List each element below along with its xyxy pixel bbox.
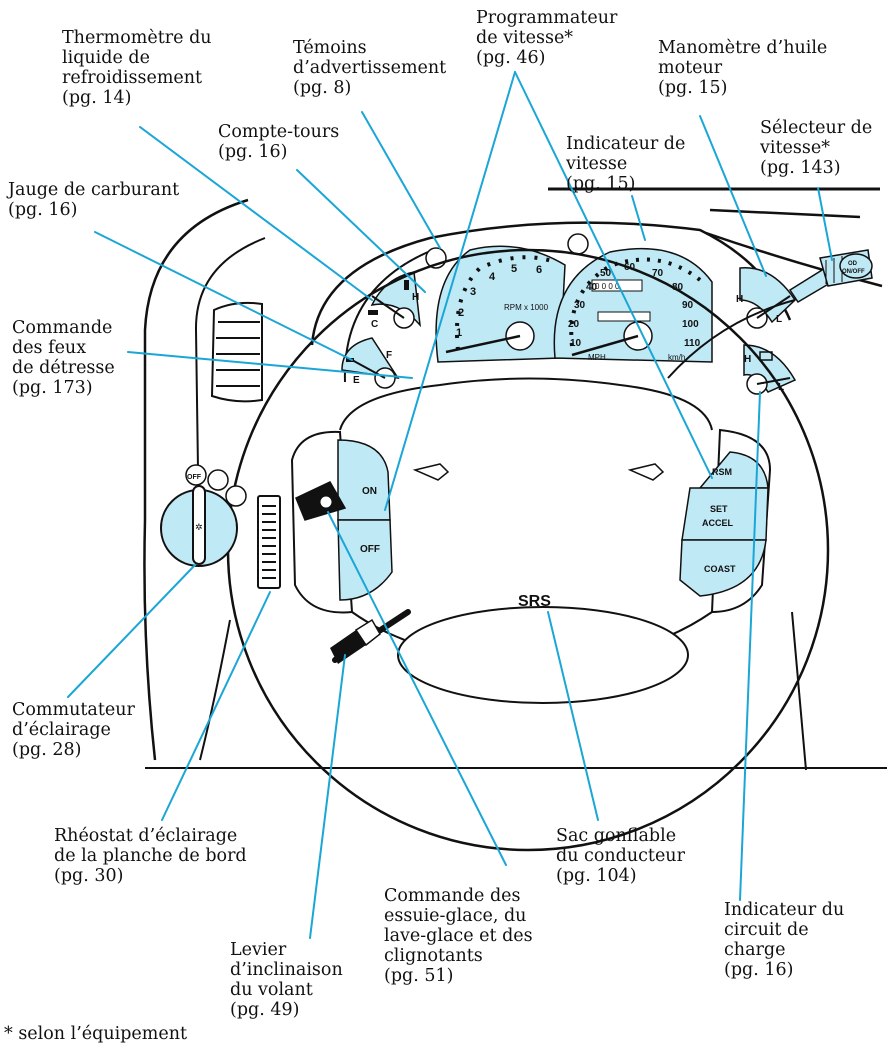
callout-lines [67,71,833,939]
tach-tick-label: 5 [511,263,517,275]
kmh-label: km/h [668,353,685,362]
dash-outline-left [143,198,249,761]
label-levier: Levier d’inclinaison du volant (pg. 49) [230,940,343,1020]
callout-line-commande-essuie [327,511,507,866]
oil-h-label: H [736,294,743,305]
odometer-readout: 0 0 0 0 [595,282,620,291]
label-indicateur-charge: Indicateur du circuit de charge (pg. 16) [724,900,845,980]
dash-lower-left [199,619,231,761]
callout-line-selecteur [817,187,833,261]
label-thermometre: Thermomètre du liquide de refroidissemen… [62,28,212,108]
light-off-label: OFF [187,474,202,481]
air-vent [210,301,263,403]
callout-line-rheostat [161,591,271,821]
speed-tick-label: 40 [586,282,598,293]
speed-tick-label: 50 [600,268,612,279]
tach-tick-label: 3 [470,286,476,298]
od-label: OD [848,261,858,267]
fuel-f-label: F [386,350,392,361]
cruise-set-pad: RSM SET ACCEL COAST [679,451,769,597]
callout-line-jauge [94,231,353,361]
label-indicateur-vitesse: Indicateur de vitesse (pg. 15) [566,134,686,194]
tach-unit-label: RPM x 1000 [504,303,549,312]
speed-tick-label: 70 [652,268,664,279]
label-programmateur: Programmateur de vitesse* (pg. 46) [476,8,618,68]
tach-tick-label: 1 [456,327,462,339]
warning-lamp [567,233,589,255]
od-onoff-label: ON/OFF [842,269,865,275]
tach-tick-label: 2 [458,307,464,319]
fuel-e-label: E [353,375,360,386]
fuel-gauge: E F [341,337,400,389]
callout-line-commande-feux [127,351,413,379]
column-edge-right [791,611,807,771]
cruise-accel-label: ACCEL [702,518,734,528]
charging-gauge: H L [743,344,797,395]
callout-line-levier [309,654,346,939]
callout-line-temoins [361,111,441,249]
tilt-lever [330,609,411,664]
callout-line-sac [547,611,599,821]
cruise-on-off-pad: ON OFF [337,439,393,601]
headlamp-switch: OFF ✲ [160,464,247,567]
dash-edge-line [709,208,861,219]
temp-c-label: C [371,319,378,330]
label-commande-essuie: Commande des essuie-glace, du lave-glace… [384,886,533,986]
mph-label: MPH [588,353,606,362]
label-sac: Sac gonflable du conducteur (pg. 104) [556,826,685,886]
speed-tick-label: 10 [570,338,582,349]
light-sun-icon: ✲ [195,522,203,532]
speed-tick-label: 80 [672,282,684,293]
speed-tick-label: 100 [682,319,699,330]
callout-line-indicateur-vitesse [631,195,646,241]
label-rheostat: Rhéostat d’éclairage de la planche de bo… [54,826,247,886]
dimmer-thumbwheel [257,495,281,589]
label-jauge: Jauge de carburant (pg. 16) [8,180,180,220]
gear-shift-lever: OD ON/OFF [667,249,873,379]
label-selecteur: Sélecteur de vitesse* (pg. 143) [760,118,873,178]
cruise-set-label: SET [710,504,728,514]
label-commutateur: Commutateur d’éclairage (pg. 28) [12,700,135,760]
label-manometre: Manomètre d’huile moteur (pg. 15) [658,38,828,98]
tachometer: 1 2 3 4 5 6 RPM x 1000 [435,245,566,363]
tach-tick-label: 4 [489,271,496,283]
temperature-gauge: C H [368,271,422,330]
speed-tick-label: 110 [684,338,701,349]
speedometer: 0 0 0 0 10 20 30 40 50 60 70 80 90 100 1… [553,247,713,363]
cruise-coast-label: COAST [704,564,736,574]
srs-label: SRS [518,593,551,610]
callout-line-programmateur-1 [384,71,516,511]
callout-line-programmateur-2 [514,71,713,479]
label-compte-tours: Compte-tours (pg. 16) [218,122,340,162]
tach-tick-label: 6 [536,264,542,276]
callout-line-indicateur-charge [739,391,761,901]
callout-line-thermometre [139,126,373,301]
cluster-hood [310,221,792,346]
cruise-rsm-label: RSM [712,467,732,477]
multifunction-stalk [295,481,347,521]
speed-tick-label: 30 [574,300,586,311]
footnote: * selon l’équipement [4,1024,188,1044]
callout-line-manometre [699,115,767,277]
label-commande-feux: Commande des feux de détresse (pg. 173) [12,318,115,398]
charge-h-label: H [744,354,751,365]
callout-line-compte-tours [296,169,426,293]
temp-h-label: H [412,292,419,303]
label-temoins: Témoins d’advertissement (pg. 8) [293,38,447,98]
speed-tick-label: 90 [682,300,694,311]
oil-l-label: L [776,314,782,325]
callout-line-commutateur [67,564,196,698]
cruise-on-label: ON [362,486,377,497]
dash-inner-left [194,237,266,471]
speed-tick-label: 20 [568,319,580,330]
cruise-off-label: OFF [360,544,380,555]
